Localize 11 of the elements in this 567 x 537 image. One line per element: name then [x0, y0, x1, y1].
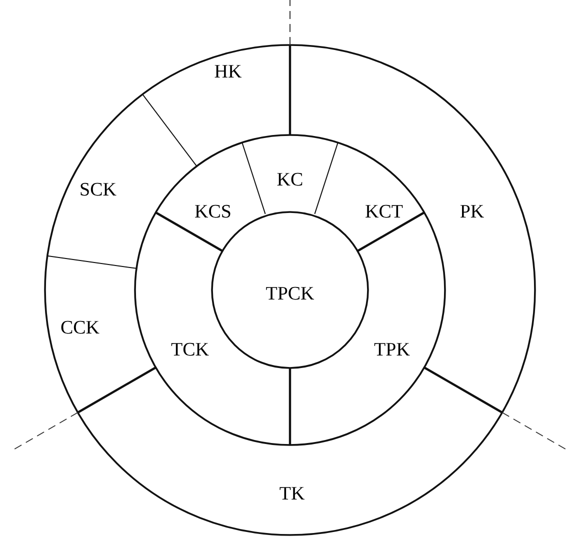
- sector-label: TCK: [171, 340, 209, 360]
- sector-label: KC: [276, 170, 304, 190]
- sector-label: HK: [214, 62, 242, 82]
- sector-label: TPK: [374, 340, 410, 360]
- sector-label: PK: [460, 202, 484, 222]
- sector-label: KCT: [365, 202, 403, 222]
- sector-label: TK: [279, 484, 305, 504]
- sector-label: TPCK: [266, 284, 314, 304]
- sector-label: KCS: [194, 202, 232, 222]
- sector-label: CCK: [60, 318, 100, 338]
- sector-label: SCK: [80, 180, 116, 200]
